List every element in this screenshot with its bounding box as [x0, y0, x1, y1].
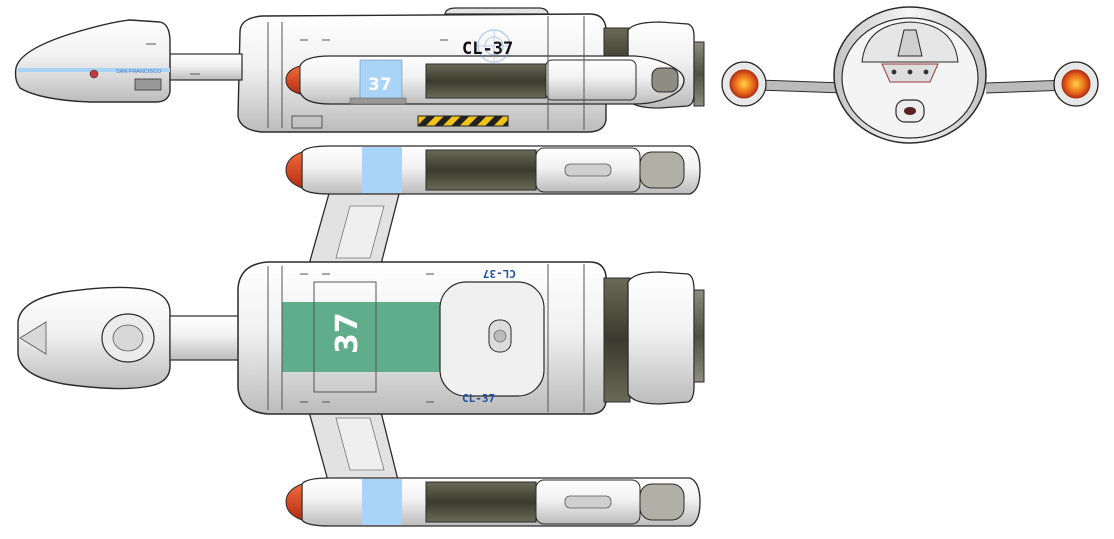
side-nacelle-aft [545, 59, 637, 101]
top-nacelle-lower [285, 477, 701, 527]
front-bridge [897, 29, 923, 57]
side-keel-plate [349, 97, 407, 105]
ship-name: SAN FRANCISCO [116, 69, 162, 75]
front-pylon-left [759, 80, 845, 93]
side-nacelle-nozzle [651, 67, 679, 93]
top-registry: CL-37 [462, 392, 495, 405]
top-pennant-stripe [282, 302, 440, 372]
side-nacelle-number: 37 [368, 75, 392, 95]
pennant-emblem-icon [89, 69, 99, 79]
top-nacelle-upper [285, 145, 701, 195]
un-laurel-emblem-icon [477, 29, 511, 63]
side-command-windows [134, 78, 162, 91]
top-engine-grille [603, 277, 631, 403]
side-command-hull [14, 19, 171, 103]
side-registry: CL-37 [462, 39, 513, 59]
top-hull-number: 37 [330, 312, 365, 354]
side-panel-details [146, 16, 585, 130]
top-command-hull [17, 286, 171, 390]
top-registry-mirrored: CL-37 [483, 267, 516, 280]
top-neck [169, 315, 241, 361]
side-dorsal-ridge [444, 7, 549, 15]
hazard-stripe-panel [417, 115, 509, 127]
side-engine-nozzle [693, 41, 705, 107]
side-nacelle-grille [425, 63, 547, 99]
top-panel-details [267, 264, 585, 412]
side-view: SAN FRANCISCO 37 CL-37 [14, 7, 705, 133]
side-nacelle-cap [285, 65, 301, 95]
top-engine-nozzle [693, 289, 705, 383]
top-view: 37 CL-37 CL-37 [17, 145, 705, 527]
top-engine-housing [627, 271, 695, 405]
side-neck [167, 53, 243, 81]
front-view [721, 6, 1099, 144]
top-hatch-panel [313, 281, 377, 393]
